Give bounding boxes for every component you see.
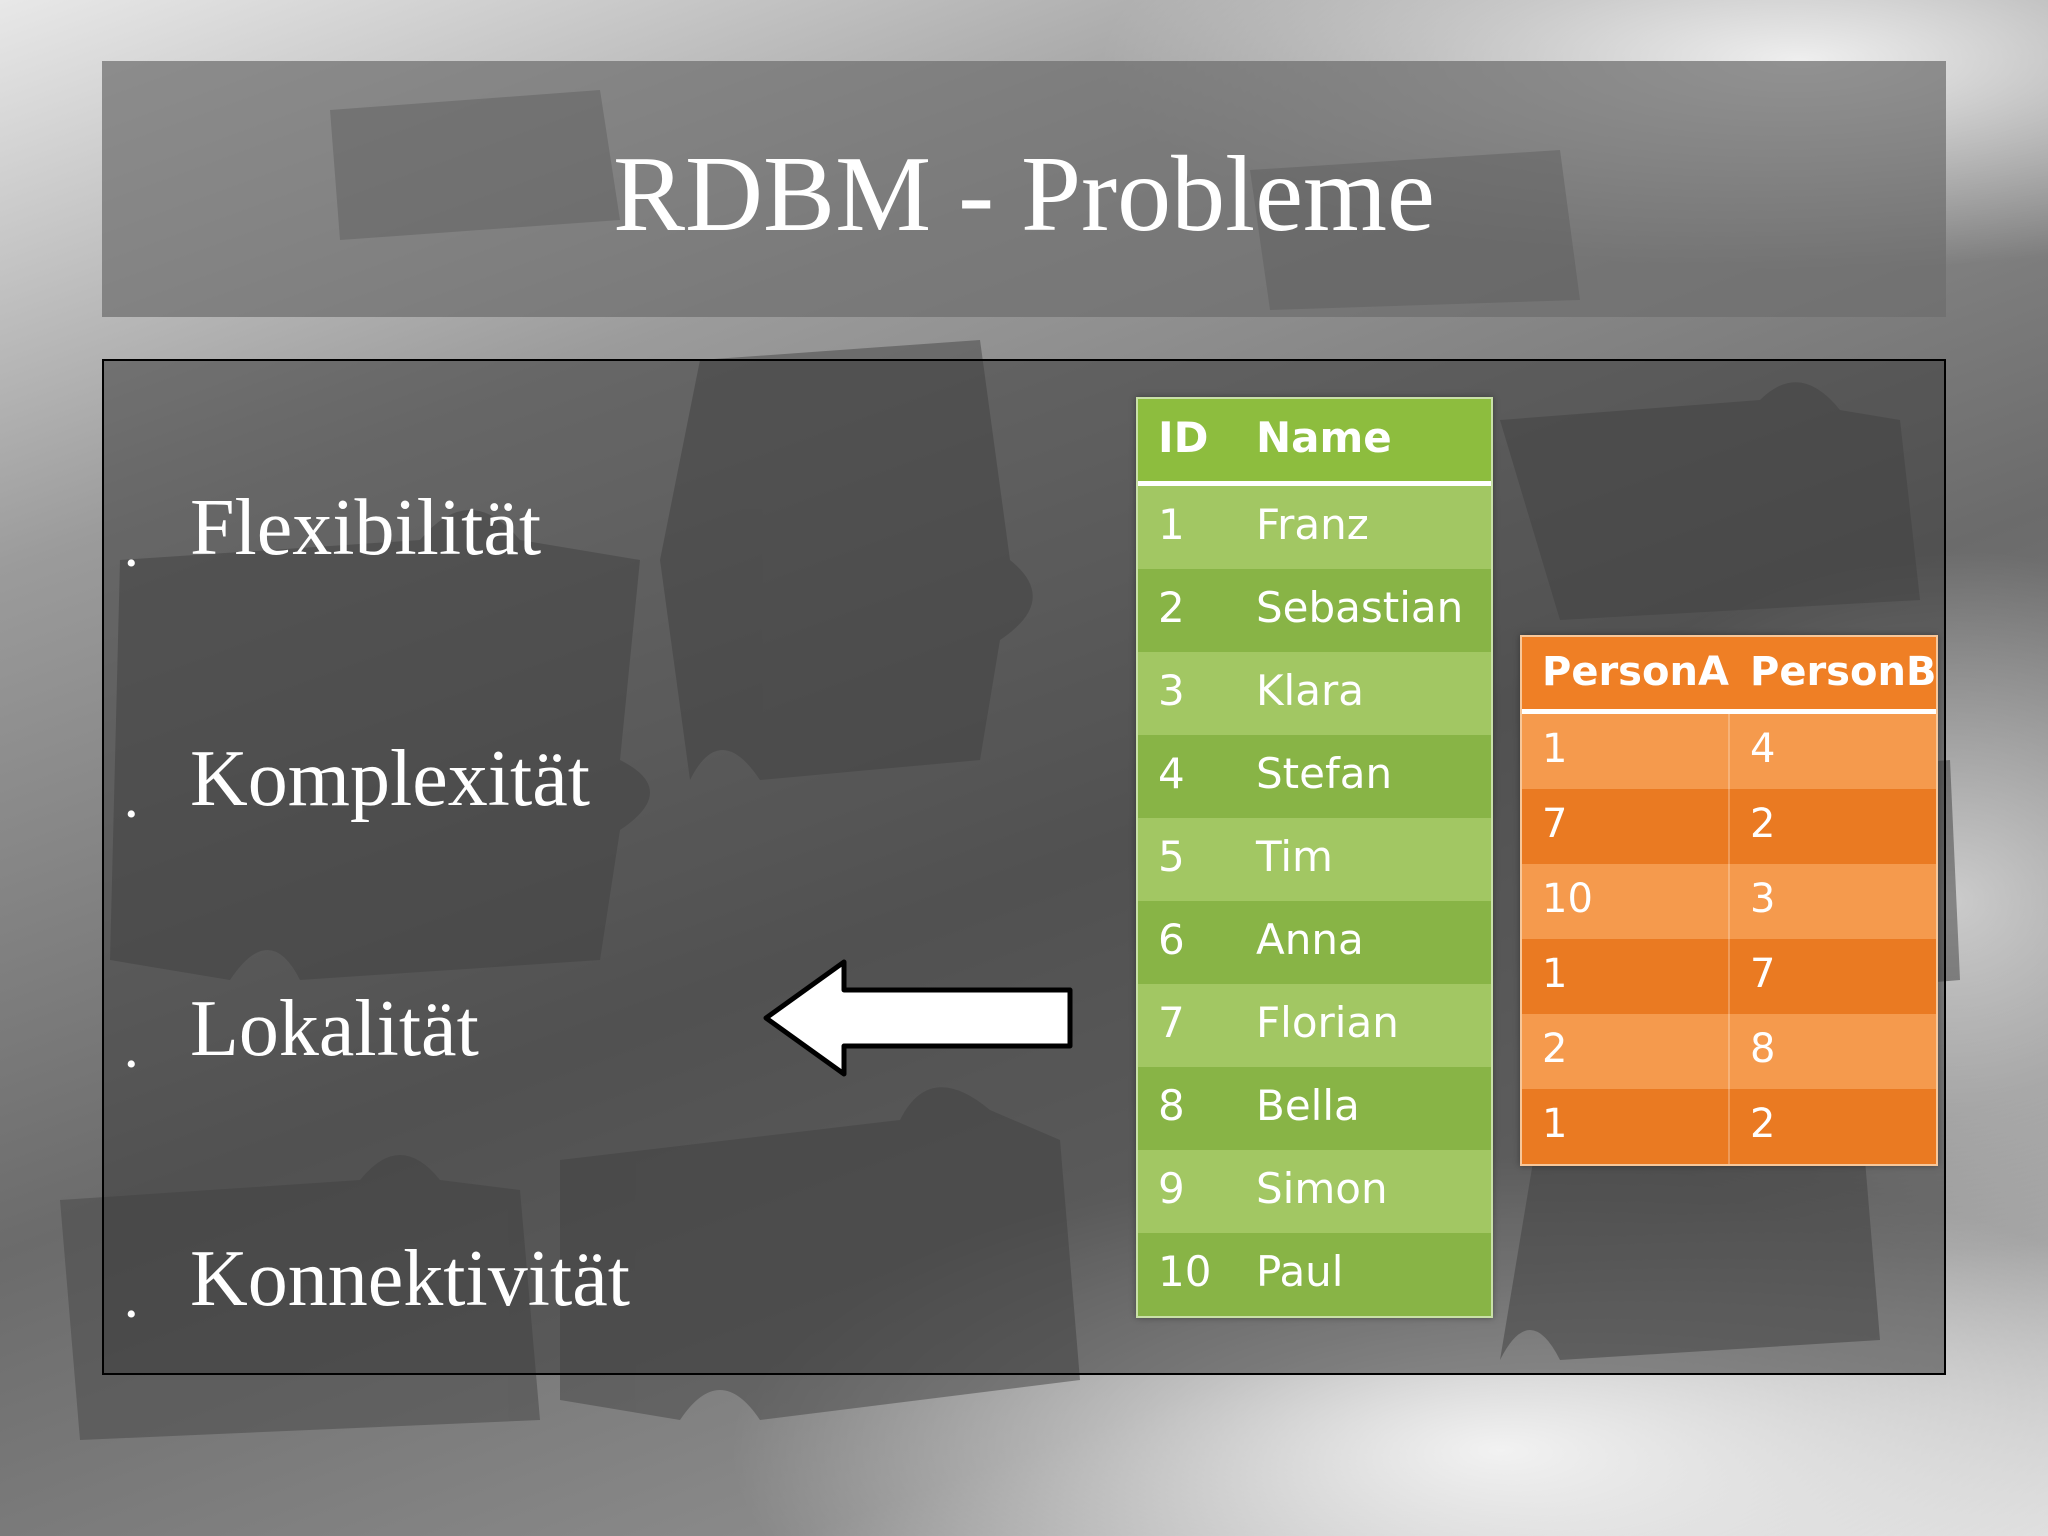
column-header-id: ID [1158, 413, 1209, 462]
table-row: 3 Klara [1138, 652, 1491, 735]
cell-person-a: 7 [1542, 801, 1568, 847]
table-row: 6 Anna [1138, 901, 1491, 984]
cell-person-a: 1 [1542, 951, 1568, 997]
cell-person-b: 3 [1750, 876, 1776, 922]
cell-person-b: 4 [1750, 726, 1776, 772]
cell-person-a: 1 [1542, 726, 1568, 772]
table-row: 10 3 [1522, 864, 1936, 939]
cell-person-b: 2 [1750, 801, 1776, 847]
cell-id: 8 [1158, 1081, 1185, 1130]
persons-table: ID Name 1 Franz 2 Sebastian 3 Klara 4 Stefan… [1136, 397, 1493, 1318]
cell-person-a: 1 [1542, 1101, 1568, 1147]
bullet-text: Konnektivität [190, 1235, 630, 1323]
cell-person-a: 2 [1542, 1026, 1568, 1072]
bullet-text: Lokalität [190, 985, 479, 1073]
cell-name: Bella [1256, 1081, 1360, 1130]
cell-id: 6 [1158, 915, 1185, 964]
table-row: 1 Franz [1138, 486, 1491, 569]
column-header-person-a: PersonA [1542, 649, 1729, 695]
column-header-name: Name [1256, 413, 1392, 462]
slide-title: RDBM - Probleme [613, 135, 1435, 254]
bullet-dot-icon: • [126, 798, 137, 831]
cell-id: 7 [1158, 998, 1185, 1047]
table-row: 4 Stefan [1138, 735, 1491, 818]
bullet-text: Komplexität [190, 735, 590, 823]
cell-person-b: 2 [1750, 1101, 1776, 1147]
arrow-left-icon [763, 959, 1073, 1077]
table-row: 7 Florian [1138, 984, 1491, 1067]
cell-id: 5 [1158, 832, 1185, 881]
cell-id: 10 [1158, 1247, 1212, 1296]
table-row: 9 Simon [1138, 1150, 1491, 1233]
table-row: 2 Sebastian [1138, 569, 1491, 652]
cell-name: Simon [1256, 1164, 1388, 1213]
bullet-dot-icon: • [126, 1048, 137, 1081]
cell-name: Sebastian [1256, 583, 1464, 632]
bullet-dot-icon: • [126, 1298, 137, 1331]
table-header-row: PersonA PersonB [1522, 637, 1936, 714]
cell-name: Florian [1256, 998, 1399, 1047]
cell-person-b: 7 [1750, 951, 1776, 997]
title-bar [102, 61, 1946, 317]
cell-id: 4 [1158, 749, 1185, 798]
cell-name: Franz [1256, 500, 1369, 549]
cell-person-a: 10 [1542, 876, 1593, 922]
cell-id: 9 [1158, 1164, 1185, 1213]
cell-person-b: 8 [1750, 1026, 1776, 1072]
table-header-row: ID Name [1138, 399, 1491, 486]
cell-name: Klara [1256, 666, 1364, 715]
table-row: 10 Paul [1138, 1233, 1491, 1316]
table-row: 5 Tim [1138, 818, 1491, 901]
bullet-dot-icon: • [126, 547, 137, 580]
cell-name: Anna [1256, 915, 1364, 964]
bullet-text: Flexibilität [190, 484, 542, 572]
cell-name: Paul [1256, 1247, 1344, 1296]
cell-name: Stefan [1256, 749, 1393, 798]
cell-id: 1 [1158, 500, 1185, 549]
cell-id: 3 [1158, 666, 1185, 715]
cell-id: 2 [1158, 583, 1185, 632]
cell-name: Tim [1256, 832, 1333, 881]
column-header-person-b: PersonB [1750, 649, 1937, 695]
table-row: 8 Bella [1138, 1067, 1491, 1150]
